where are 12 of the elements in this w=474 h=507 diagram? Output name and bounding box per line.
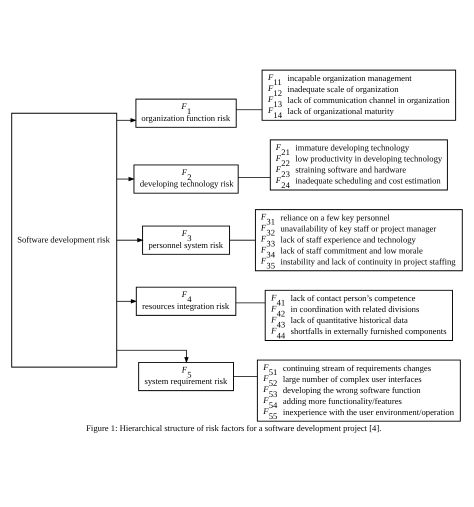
arrow: [116, 118, 137, 122]
arrow: [116, 299, 138, 304]
node-box: Software development risk: [11, 112, 118, 368]
arrow: [116, 238, 144, 242]
connector: [236, 302, 266, 304]
connector: [233, 376, 258, 377]
connector: [238, 177, 270, 178]
arrow: [116, 350, 189, 364]
connector: [236, 109, 262, 110]
arrow: [116, 176, 135, 182]
connector: [229, 240, 256, 241]
caption: Figure 1: Hierarchical structure of risk factors for a software development project [4].: [86, 423, 382, 434]
